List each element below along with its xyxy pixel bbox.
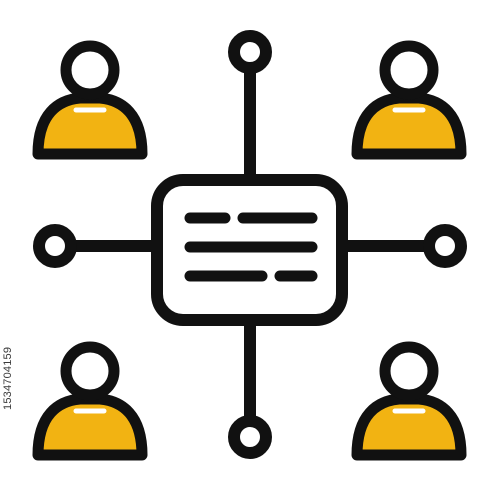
node-left-icon xyxy=(33,224,77,268)
user-bottom-right-icon xyxy=(357,347,461,455)
stock-image-id: 1534704159 xyxy=(2,346,14,410)
connection-lines xyxy=(62,58,438,429)
node-right-icon xyxy=(423,224,467,268)
user-top-left-icon xyxy=(38,46,142,154)
end-nodes xyxy=(33,30,467,459)
text-lines xyxy=(184,212,318,282)
node-bottom-icon xyxy=(228,415,272,459)
document-card-icon xyxy=(151,174,348,326)
user-top-right-icon xyxy=(357,46,461,154)
user-bottom-left-icon xyxy=(38,347,142,455)
node-top-icon xyxy=(228,30,272,74)
